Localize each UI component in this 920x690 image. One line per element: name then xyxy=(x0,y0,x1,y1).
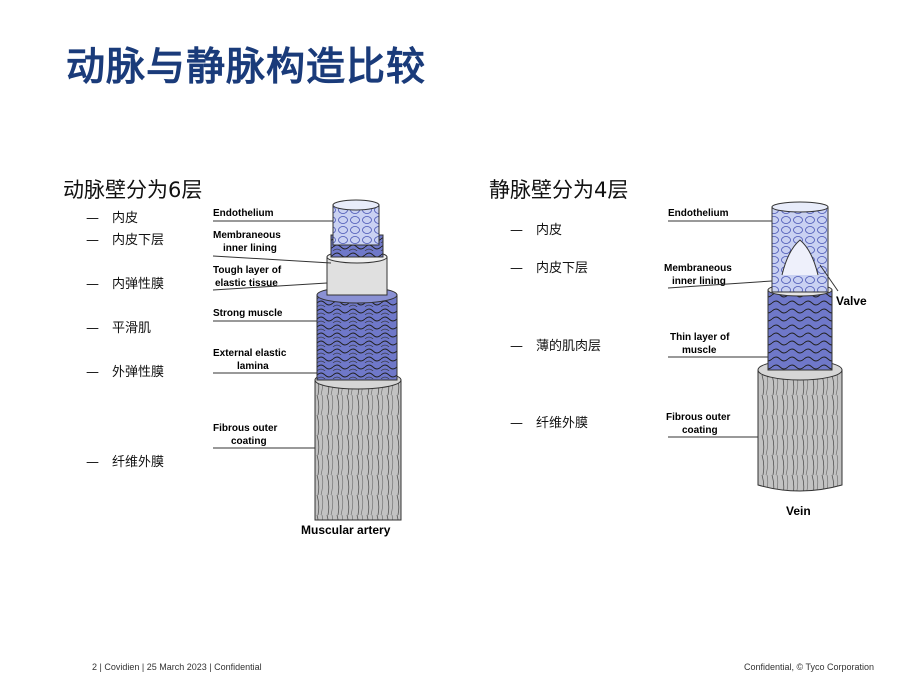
vein-label-fibrous-2: coating xyxy=(682,425,718,436)
artery-bullet: — 内皮下层 xyxy=(86,229,164,248)
vein-bullet: — 纤维外膜 xyxy=(510,412,588,431)
bullet-dash: — xyxy=(86,211,99,226)
artery-bullet: — 纤维外膜 xyxy=(86,451,164,470)
vein-heading: 静脉壁分为4层 xyxy=(489,178,629,202)
artery-label-elastic-2: elastic tissue xyxy=(215,278,278,289)
footer-right: Confidential, © Tyco Corporation xyxy=(743,662,874,672)
vein-fibrous-layer xyxy=(757,369,843,492)
artery-bullet: — 内弹性膜 xyxy=(86,273,164,292)
page-title: 动脉与静脉构造比较 xyxy=(66,45,427,90)
artery-label-fibrous-1: Fibrous outer xyxy=(213,423,278,434)
vein-label-valve: Valve xyxy=(836,294,867,308)
footer-left: 2 | Covidien | 25 March 2023 | Confident… xyxy=(92,662,262,672)
artery-bullet: — 外弹性膜 xyxy=(86,361,164,380)
artery-muscle-layer xyxy=(316,294,398,381)
artery-bullet-text: 内皮下层 xyxy=(112,233,165,248)
bullet-dash: — xyxy=(510,339,523,354)
vein-caption: Vein xyxy=(786,504,811,518)
artery-bullet-text: 纤维外膜 xyxy=(112,455,165,470)
vein-valve-leader xyxy=(819,264,839,292)
artery-bullet-text: 外弹性膜 xyxy=(112,365,165,380)
bullet-dash: — xyxy=(86,455,99,470)
vein-label-muscle-2: muscle xyxy=(682,345,717,356)
bullet-dash: — xyxy=(510,223,523,238)
leader-line xyxy=(212,255,332,264)
bullet-dash: — xyxy=(86,365,99,380)
artery-label-elastic-1: Tough layer of xyxy=(213,265,282,276)
artery-bullet-text: 内弹性膜 xyxy=(112,277,165,292)
vein-label-endothelium: Endothelium xyxy=(668,208,729,219)
vein-bullet-text: 薄的肌肉层 xyxy=(536,339,602,354)
bullet-dash: — xyxy=(510,416,523,431)
bullet-dash: — xyxy=(86,277,99,292)
artery-bullet-text: 内皮 xyxy=(112,211,139,226)
artery-label-endothelium: Endothelium xyxy=(213,208,274,219)
artery-caption: Muscular artery xyxy=(301,523,391,537)
vein-bullet-text: 内皮 xyxy=(536,223,563,238)
vein-bullet: — 内皮下层 xyxy=(510,257,588,276)
artery-label-external-2: lamina xyxy=(237,361,269,372)
artery-lumen xyxy=(332,199,380,211)
vein-bullet-text: 纤维外膜 xyxy=(536,416,589,431)
vein-label-inner-1: Membraneous xyxy=(664,263,732,274)
vein-diagram: Valve Endothelium Membraneous inner lini… xyxy=(664,201,867,518)
artery-fibrous-layer xyxy=(314,379,402,521)
artery-bullet-text: 平滑肌 xyxy=(112,321,152,336)
vein-bullet: — 内皮 xyxy=(510,219,562,238)
artery-heading: 动脉壁分为6层 xyxy=(63,178,203,202)
bullet-dash: — xyxy=(510,261,523,276)
artery-label-muscle: Strong muscle xyxy=(213,308,283,319)
leader-line xyxy=(212,282,328,291)
artery-label-fibrous-2: coating xyxy=(231,436,267,447)
vein-valve xyxy=(781,239,819,276)
vein-lumen xyxy=(771,201,829,213)
artery-label-inner-1: Membraneous xyxy=(213,230,281,241)
leader-line xyxy=(667,280,773,289)
artery-bullet: — 内皮 xyxy=(86,207,138,226)
artery-bullet: — 平滑肌 xyxy=(86,317,151,336)
bullet-dash: — xyxy=(86,233,99,248)
vein-label-muscle-1: Thin layer of xyxy=(670,332,730,343)
vein-bullet-text: 内皮下层 xyxy=(536,261,589,276)
bullet-dash: — xyxy=(86,321,99,336)
vein-muscle-layer xyxy=(767,289,833,371)
artery-label-inner-2: inner lining xyxy=(223,243,277,254)
artery-diagram: Endothelium Membraneous inner lining Tou… xyxy=(212,199,402,537)
vein-label-fibrous-1: Fibrous outer xyxy=(666,412,731,423)
artery-endothelium xyxy=(332,204,380,246)
artery-label-external-1: External elastic xyxy=(213,348,287,359)
vein-label-inner-2: inner lining xyxy=(672,276,726,287)
vein-bullet: — 薄的肌肉层 xyxy=(510,335,601,354)
